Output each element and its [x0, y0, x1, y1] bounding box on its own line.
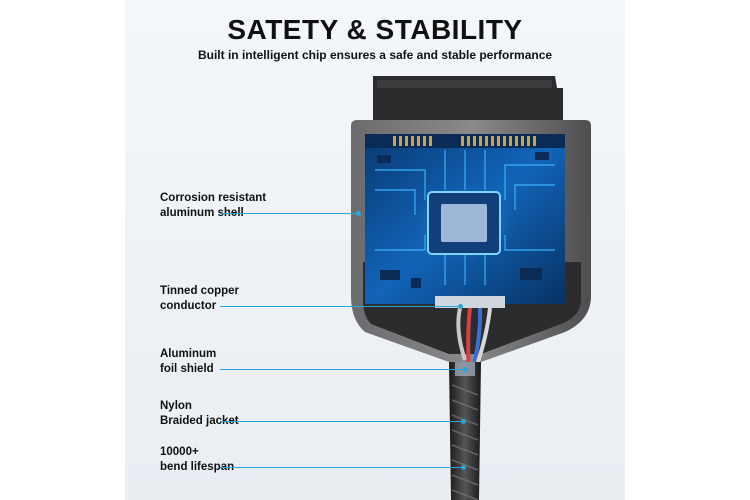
callout-conductor-dot: [458, 304, 463, 309]
callout-lifespan-line1: 10000+: [160, 446, 199, 458]
callout-shell-line1: Corrosion resistant: [160, 192, 267, 204]
callout-shell: Corrosion resistant aluminum shell: [160, 191, 266, 221]
callout-jacket-line1: Nylon: [160, 400, 192, 412]
callout-lifespan: 10000+ bend lifespan: [160, 445, 234, 475]
callout-jacket-dot: [461, 419, 466, 424]
callout-conductor-line1: Tinned copper: [160, 285, 240, 297]
callout-shell-leader: [220, 213, 358, 214]
callout-jacket: Nylon Braided jacket: [160, 399, 239, 429]
sata-adapter-illustration: [351, 76, 591, 500]
callout-foil: Aluminum foil shield: [160, 347, 216, 377]
callout-conductor-leader: [220, 306, 460, 307]
circuit-board: [365, 134, 565, 308]
callout-lifespan-leader: [220, 467, 463, 468]
sata-connector: [373, 76, 563, 120]
page-title: SATETY & STABILITY: [227, 14, 523, 45]
callout-shell-dot: [356, 211, 361, 216]
callout-conductor-line2: conductor: [160, 300, 217, 312]
callout-lifespan-line2: bend lifespan: [160, 461, 235, 473]
page-subtitle: Built in intelligent chip ensures a safe…: [197, 48, 553, 62]
callout-foil-dot: [463, 367, 468, 372]
callout-jacket-line2: Braided jacket: [160, 415, 239, 427]
callout-jacket-leader: [220, 421, 463, 422]
callout-lifespan-dot: [461, 465, 466, 470]
callout-conductor: Tinned copper conductor: [160, 284, 239, 314]
braided-cable: [449, 362, 481, 500]
callout-foil-leader: [220, 369, 465, 370]
callout-foil-line1: Aluminum: [160, 348, 217, 360]
callout-shell-line2: aluminum shell: [160, 207, 244, 219]
callout-foil-line2: foil shield: [160, 363, 214, 375]
product-infographic: SATETY & STABILITY Built in intelligent …: [125, 0, 625, 500]
